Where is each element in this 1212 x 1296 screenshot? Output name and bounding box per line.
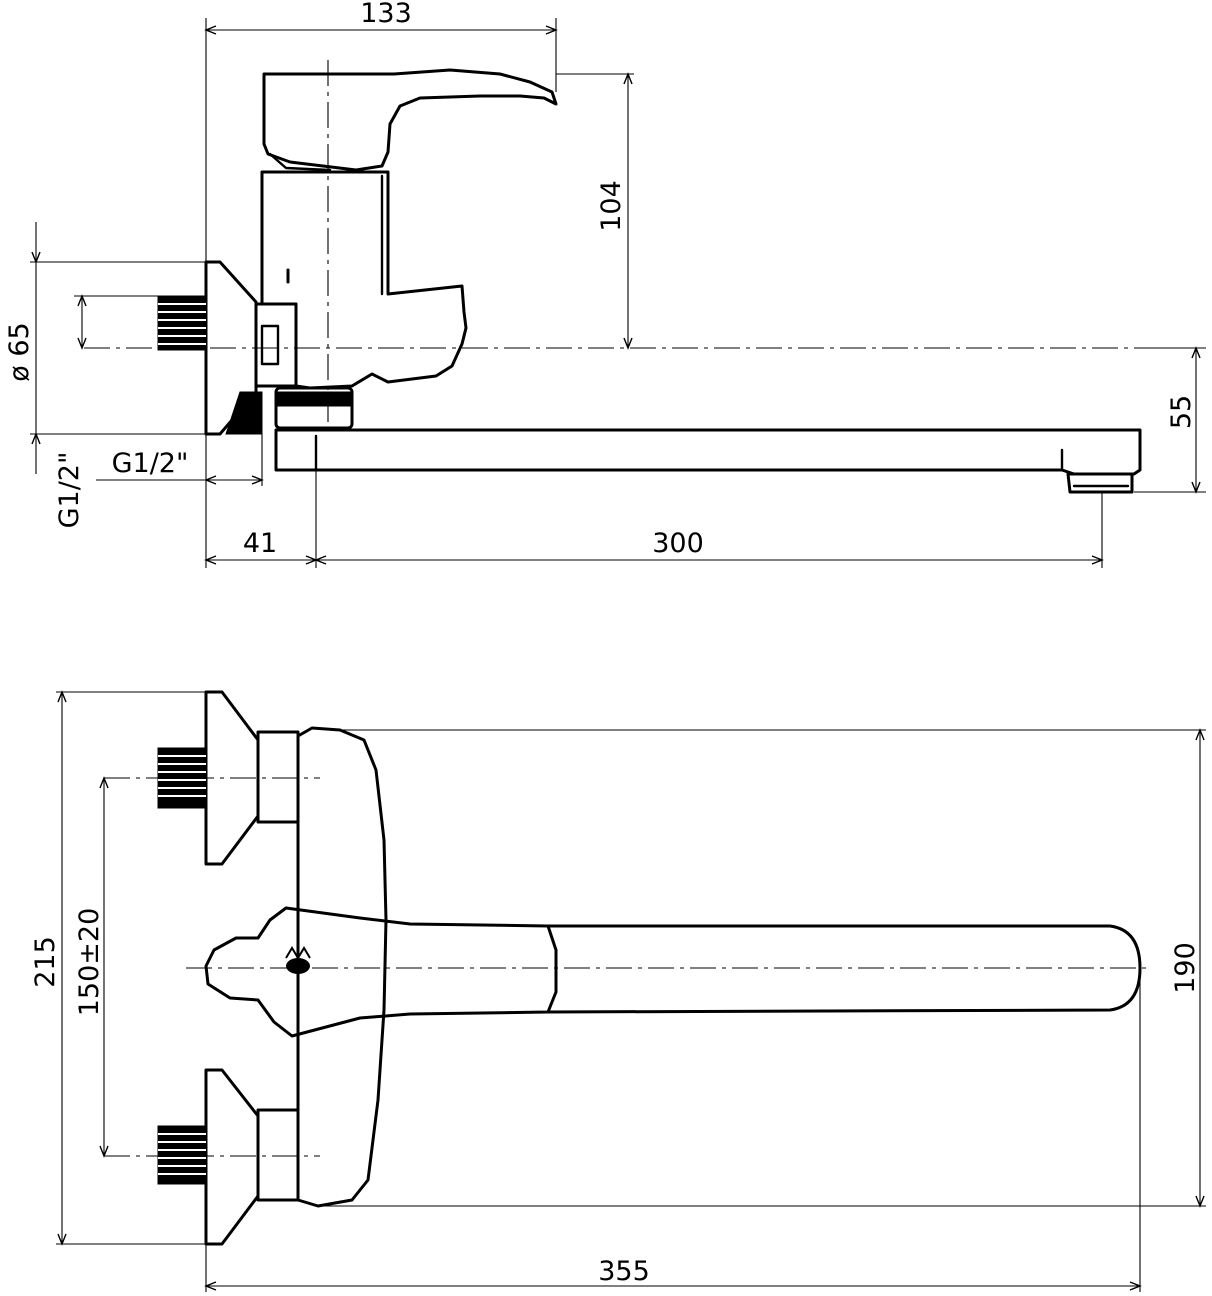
dim-text-104: 104 (596, 180, 627, 232)
upper-connector (256, 730, 300, 824)
dim-text-diameter: ø 65 (4, 322, 35, 381)
dim-text-355: 355 (598, 1256, 650, 1287)
dim-text-215: 215 (30, 936, 61, 988)
dim-text-thread-vertical: G1/2" (54, 452, 85, 529)
top-view: 215 150±20 190 355 (30, 690, 1206, 1292)
side-view: 133 104 55 ø 65 G1/2" G1/2" 41 300 (4, 0, 1206, 568)
mixer-body-top (296, 726, 388, 1208)
flange-hatch (225, 391, 263, 435)
dim-text-300: 300 (652, 528, 704, 559)
spout-top (546, 924, 1142, 1014)
dim-text-55: 55 (1166, 395, 1197, 429)
swivel-nut (274, 386, 354, 430)
lever-handle (262, 68, 558, 172)
lower-connector (256, 1108, 300, 1202)
brand-logo-icon (285, 946, 311, 974)
aerator (1066, 472, 1134, 494)
lever-handle-top (204, 906, 558, 1038)
dim-text-41: 41 (243, 528, 277, 559)
dim-text-thread-horizontal: G1/2" (112, 448, 189, 479)
swivel-nut-knurl (275, 391, 353, 407)
connector-inner (260, 324, 280, 366)
dim-text-150: 150±20 (74, 908, 105, 1017)
upper-threaded-inlet (157, 747, 207, 809)
dim-text-133: 133 (360, 0, 412, 29)
lower-wall-flange (204, 1068, 260, 1246)
mixer-body (260, 170, 468, 390)
spout (274, 428, 1142, 476)
dim-text-190: 190 (1170, 942, 1201, 994)
lever-detail (268, 152, 332, 172)
